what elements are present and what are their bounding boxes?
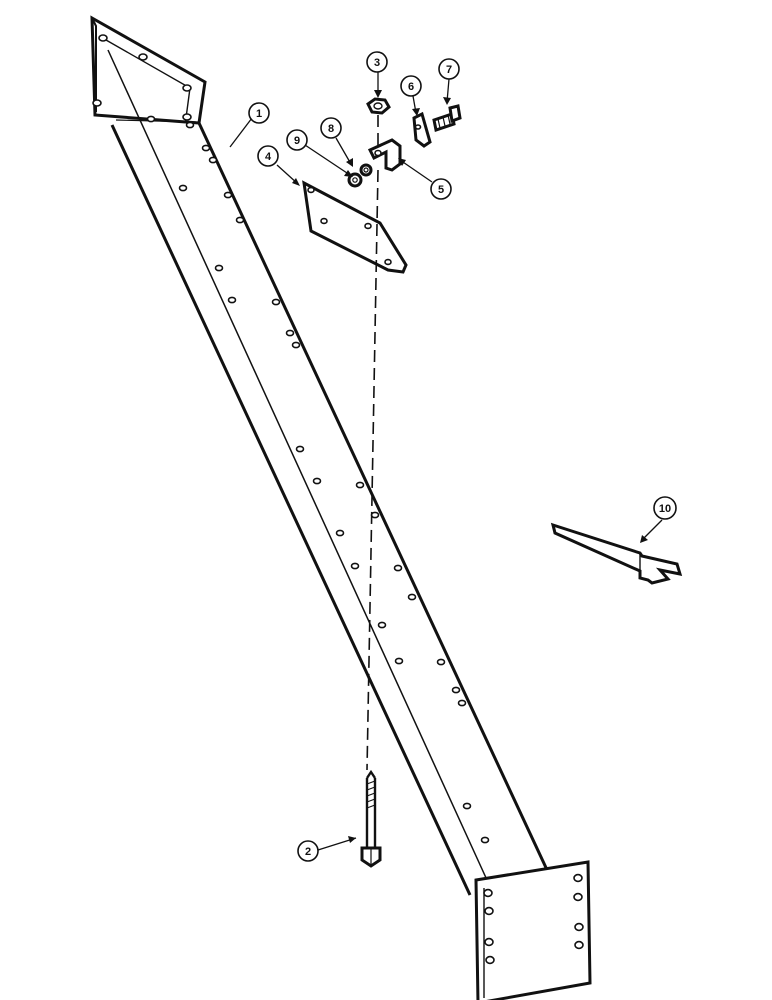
callout-7-label: 7	[446, 64, 452, 76]
bottom-plate-holes	[483, 873, 584, 965]
callout-9: 9	[286, 129, 308, 151]
callout-6-label: 6	[408, 81, 414, 93]
callout-3-label: 3	[374, 57, 380, 69]
callout-10: 10	[653, 496, 677, 520]
beam-outer-right-edge	[197, 122, 550, 873]
beam-holes	[146, 115, 490, 844]
main-beam	[90, 15, 592, 1000]
callout-10-label: 10	[659, 503, 671, 515]
callout-7: 7	[438, 58, 460, 80]
long-bolt	[360, 769, 382, 868]
callout-6: 6	[400, 75, 422, 97]
cap-screw	[432, 104, 462, 132]
hex-nut	[366, 97, 391, 115]
top-plate-holes	[92, 34, 192, 121]
callout-2: 2	[297, 840, 319, 862]
callout-4: 4	[257, 145, 279, 167]
callout-5-label: 5	[438, 184, 444, 196]
callout-8: 8	[320, 117, 342, 139]
beam-outer-left-edge	[110, 124, 472, 896]
beam-top-face-fold	[107, 49, 488, 881]
assembly-centerline	[366, 169, 379, 771]
callout-9-label: 9	[294, 135, 300, 147]
callout-1: 1	[248, 102, 270, 124]
callout-3: 3	[366, 51, 388, 73]
spring-clip	[412, 111, 432, 148]
leader-lines	[229, 72, 663, 851]
shim-plate	[550, 522, 683, 585]
angle-bracket	[367, 138, 402, 172]
lock-washer	[359, 163, 373, 177]
callout-8-label: 8	[328, 123, 334, 135]
callout-4-label: 4	[265, 151, 272, 163]
callout-1-label: 1	[256, 108, 262, 120]
callout-2-label: 2	[305, 846, 311, 858]
bottom-mounting-plate	[474, 860, 592, 1000]
callout-5: 5	[430, 178, 452, 200]
flat-washer	[347, 172, 363, 188]
bracket-plate	[302, 180, 408, 274]
